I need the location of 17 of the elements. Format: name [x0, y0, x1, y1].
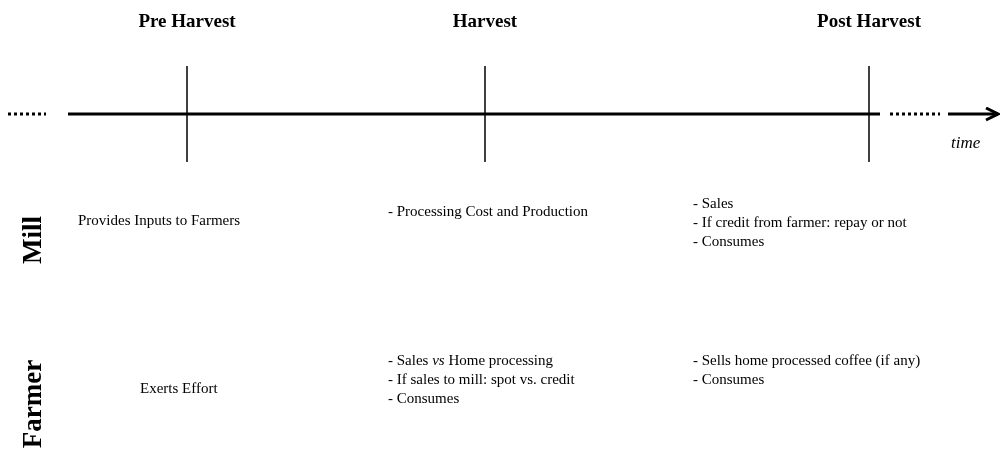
cell-text: - Processing Cost and Production: [388, 202, 588, 220]
axis-label: time: [951, 134, 981, 152]
cell-text: - Consumes: [388, 389, 460, 407]
cell-text: - Consumes: [693, 232, 765, 250]
cell-text: - If sales to mill: spot vs. credit: [388, 370, 575, 388]
cell-text: - If credit from farmer: repay or not: [693, 213, 907, 231]
heading: Post Harvest: [817, 10, 921, 32]
cell-text: Provides Inputs to Farmers: [78, 211, 241, 229]
row-heading: Farmer: [17, 359, 47, 449]
cell-text: Exerts Effort: [140, 379, 218, 397]
heading: Harvest: [452, 10, 518, 32]
cell-text: - Consumes: [693, 370, 765, 388]
cell-text: - Sales vs Home processing: [388, 351, 553, 369]
heading: Pre Harvest: [138, 10, 236, 32]
cell-text: - Sells home processed coffee (if any): [693, 351, 921, 369]
cell-text: - Sales: [693, 194, 734, 212]
row-heading: Mill: [17, 216, 47, 264]
